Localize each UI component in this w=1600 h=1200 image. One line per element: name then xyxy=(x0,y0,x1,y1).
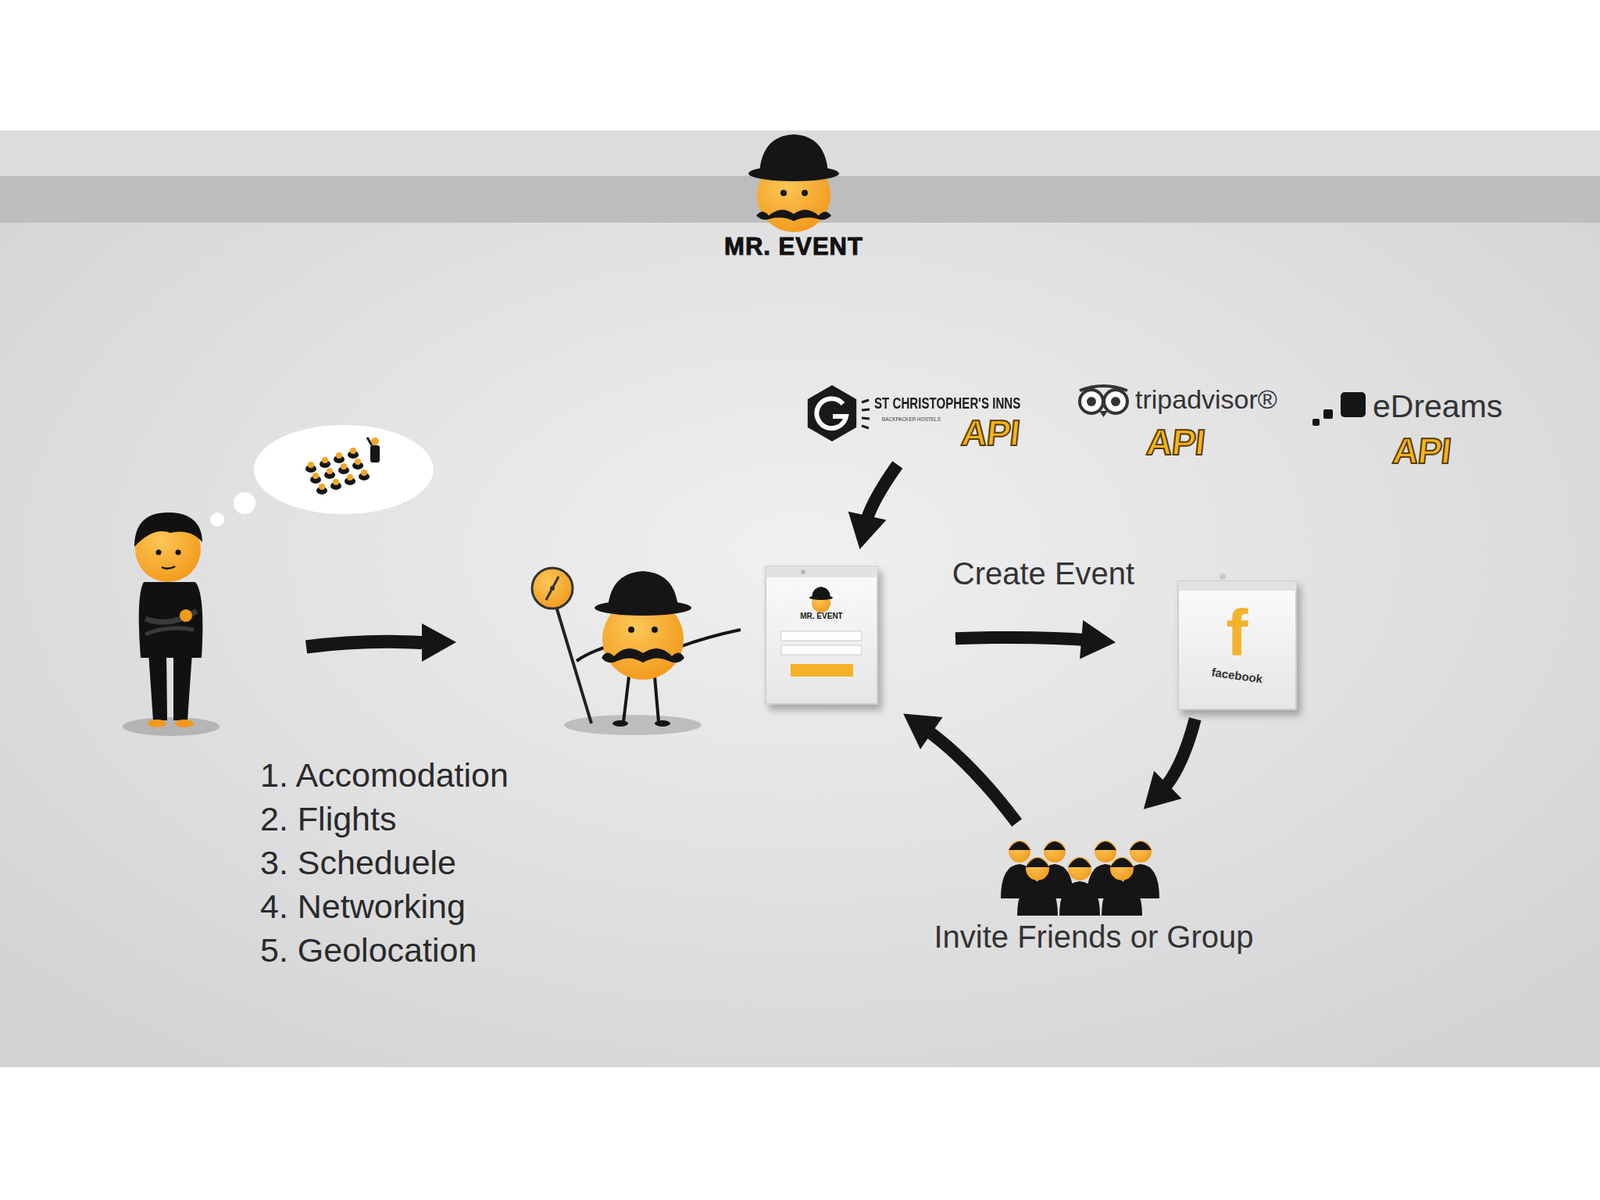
list-item: 4. Networking xyxy=(260,887,466,926)
flow-arrow xyxy=(306,623,457,662)
facebook-window-frame xyxy=(1178,573,1297,710)
edge-label: Create Event xyxy=(952,555,1135,592)
brand-name: eDreams xyxy=(1372,388,1503,425)
owl-logo xyxy=(1079,385,1128,418)
brand-name: tripadvisor® xyxy=(1135,384,1278,415)
edreams-icon xyxy=(1312,392,1366,426)
arrow-head xyxy=(903,713,943,750)
list-item: 1. Accomodation xyxy=(260,756,509,795)
flow-arrow xyxy=(848,464,898,550)
mascot-figure xyxy=(532,567,741,736)
list-item: 2. Flights xyxy=(260,800,397,839)
api-badge: API xyxy=(1390,430,1453,472)
background-band xyxy=(0,130,1600,1068)
api-logo: tripadvisor® API xyxy=(1078,381,1282,465)
logo-mascot xyxy=(748,134,840,233)
app-logo-text: MR. EVENT xyxy=(765,611,878,622)
api-badge: API xyxy=(1144,421,1207,464)
api-logo: ST CHRISTOPHER'S INNS BACKPACKER HOSTELS A… xyxy=(800,382,1036,455)
facebook-window: ffacebook xyxy=(1178,581,1297,710)
hostel-logo xyxy=(807,385,870,442)
arrow-head xyxy=(1143,771,1183,810)
person-figure xyxy=(122,512,220,736)
app-window-frame xyxy=(765,566,878,704)
brand-name: ST CHRISTOPHER'S INNS xyxy=(874,393,1021,413)
arrow-shaft xyxy=(1160,718,1196,793)
friends-group: Invite Friends or Group xyxy=(898,828,1290,965)
brand-subtitle: BACKPACKER HOSTELS xyxy=(882,415,941,423)
arrow-head xyxy=(1079,620,1116,660)
flow-arrow xyxy=(955,620,1116,660)
arrow-head xyxy=(848,511,887,550)
facebook-icon: f xyxy=(1178,595,1297,672)
arrow-shaft xyxy=(955,637,1092,641)
group-caption: Invite Friends or Group xyxy=(898,918,1290,955)
people-group xyxy=(1000,840,1160,916)
diagram-title: MR. EVENT xyxy=(676,232,911,261)
flow-arrow xyxy=(1143,718,1196,810)
list-item: 5. Geolocation xyxy=(260,931,477,970)
app-window: MR. EVENT xyxy=(765,566,878,704)
arrow-shaft xyxy=(864,464,898,526)
api-badge: API xyxy=(959,412,1022,454)
list-item: 3. Scheduele xyxy=(260,843,457,883)
flow-arrow xyxy=(903,713,1017,823)
api-logo: eDreamsAPI xyxy=(1310,386,1514,475)
thought-bubble xyxy=(210,425,434,527)
arrow-shaft xyxy=(922,727,1017,823)
